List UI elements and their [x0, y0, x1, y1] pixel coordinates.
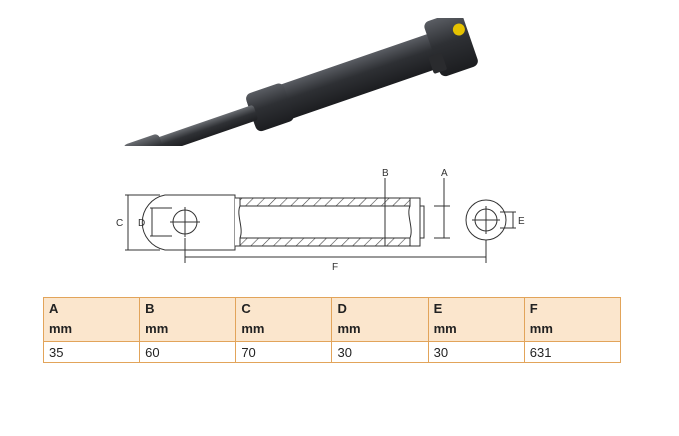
header-units-row: mm mm mm mm mm mm	[42, 321, 622, 342]
spec-table: A B C D E F mm mm mm mm mm mm 35 60 70 3…	[42, 297, 622, 363]
value-b: 60	[139, 341, 237, 363]
dim-label-e: E	[518, 216, 525, 227]
dim-label-a: A	[441, 168, 448, 179]
table-row: 35 60 70 30 30 631	[42, 341, 622, 363]
col-unit-a: mm	[42, 321, 141, 342]
header-letters-row: A B C D E F	[42, 297, 622, 321]
col-unit-b: mm	[139, 321, 237, 342]
col-unit-f: mm	[523, 321, 622, 342]
dimension-drawing: C D B A E F	[116, 168, 525, 273]
col-header-c: C	[235, 297, 333, 321]
value-d: 30	[331, 341, 429, 363]
dim-label-d: D	[138, 218, 145, 229]
value-a: 35	[42, 341, 141, 363]
value-c: 70	[235, 341, 333, 363]
dim-label-f: F	[332, 262, 338, 273]
col-header-b: B	[139, 297, 237, 321]
cylinder-photo	[123, 18, 478, 146]
col-unit-e: mm	[427, 321, 525, 342]
col-unit-c: mm	[235, 321, 333, 342]
col-header-e: E	[427, 297, 525, 321]
col-header-a: A	[42, 297, 141, 321]
value-f: 631	[523, 341, 622, 363]
value-e: 30	[427, 341, 525, 363]
dim-label-b: B	[382, 168, 389, 179]
dim-label-c: C	[116, 218, 123, 229]
col-header-f: F	[523, 297, 622, 321]
col-unit-d: mm	[331, 321, 429, 342]
col-header-d: D	[331, 297, 429, 321]
